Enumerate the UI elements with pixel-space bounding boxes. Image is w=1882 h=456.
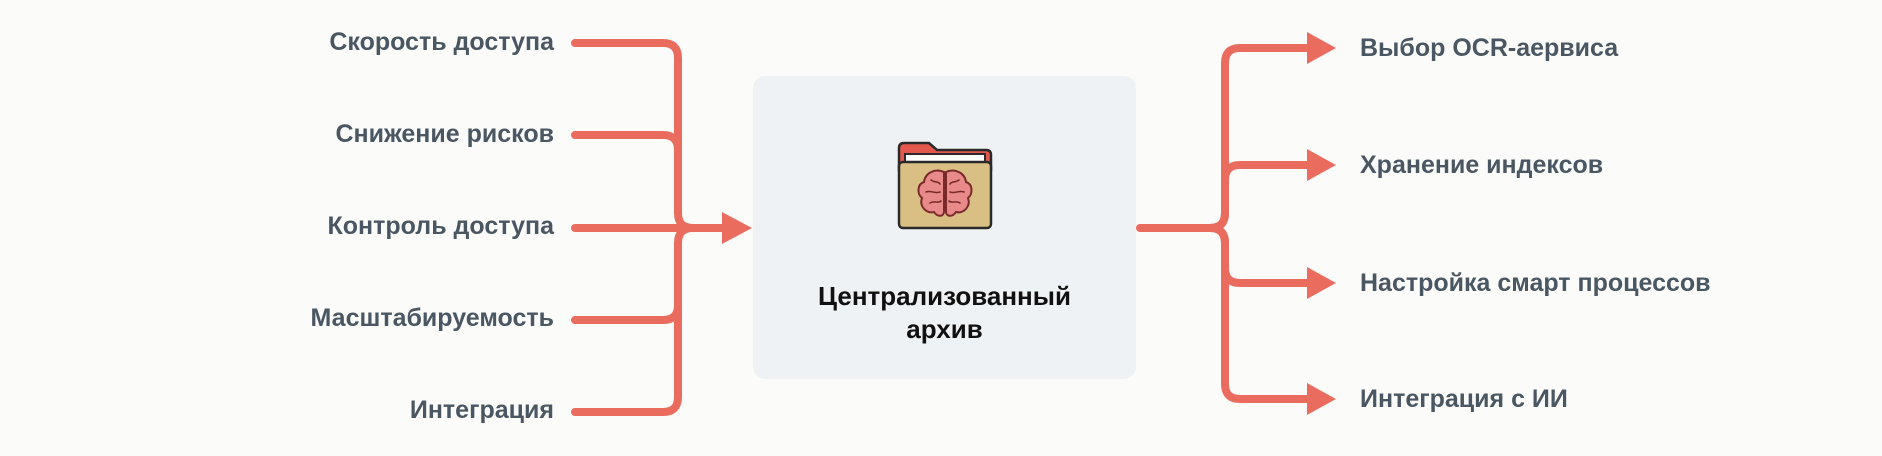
center-node: Централизованный архив bbox=[753, 76, 1136, 379]
input-label-speed: Скорость доступа bbox=[329, 28, 554, 56]
input-label-integration: Интеграция bbox=[409, 396, 554, 424]
arrowhead-output-2 bbox=[1307, 149, 1336, 181]
connector-output-2 bbox=[1206, 161, 1314, 232]
output-label-smart-processes: Настройка смарт процессов bbox=[1360, 269, 1711, 297]
arrowhead-output-1 bbox=[1307, 32, 1336, 64]
arrowhead-output-4 bbox=[1307, 383, 1336, 415]
arrowhead-center bbox=[722, 212, 752, 244]
input-label-scalability: Масштабируемость bbox=[310, 304, 554, 332]
output-label-ocr: Выбор OCR-аервиса bbox=[1360, 34, 1619, 62]
output-label-ai-integration: Интеграция с ИИ bbox=[1360, 385, 1568, 413]
connector-input-4 bbox=[571, 239, 682, 324]
brain-folder-icon bbox=[897, 141, 993, 230]
connector-output-4 bbox=[1206, 224, 1314, 403]
connector-input-2 bbox=[571, 131, 682, 217]
arrowhead-output-3 bbox=[1307, 267, 1336, 299]
input-label-risk: Снижение рисков bbox=[335, 120, 554, 148]
output-label-index-storage: Хранение индексов bbox=[1360, 151, 1604, 179]
input-label-access-control: Контроль доступа bbox=[327, 212, 554, 240]
center-title: Централизованный архив bbox=[818, 281, 1071, 344]
connector-input-5 bbox=[571, 224, 697, 416]
